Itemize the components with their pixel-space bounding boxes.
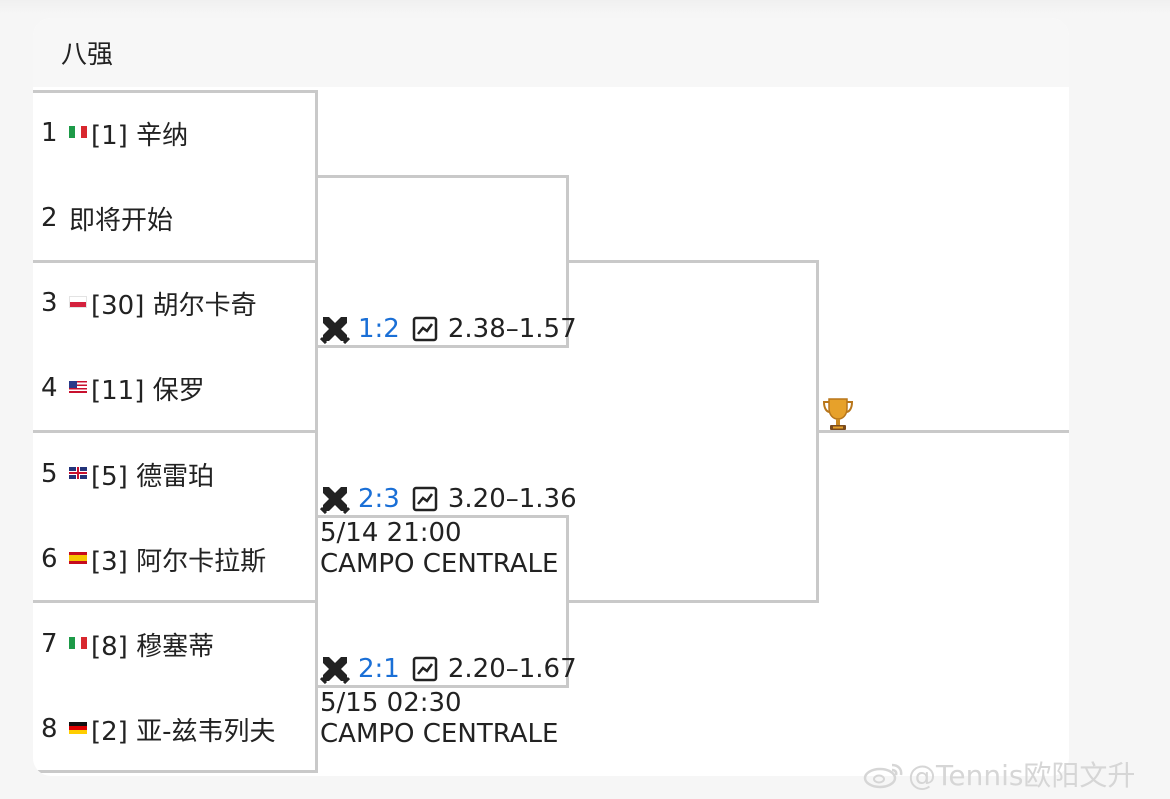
player-slot[interactable]: 8 [2] 亚-兹韦列夫 — [41, 709, 275, 749]
slot-number: 2 — [41, 203, 58, 233]
bracket-line — [816, 260, 819, 603]
swords-icon — [320, 657, 350, 684]
chart-icon — [412, 656, 438, 682]
match-time: 5/15 02:30 — [320, 688, 462, 718]
top-strip — [0, 0, 1170, 14]
player-name: [2] 亚-兹韦列夫 — [91, 716, 276, 747]
bracket-line — [33, 600, 318, 603]
player-name: [5] 德雷珀 — [91, 461, 215, 492]
player-slot[interactable]: 2 即将开始 — [41, 198, 173, 238]
bracket-line — [566, 175, 569, 348]
odds-text: 2.38–1.57 — [447, 314, 577, 344]
player-slot[interactable]: 5 [5] 德雷珀 — [41, 454, 214, 494]
score-link[interactable]: 2:3 — [358, 484, 400, 514]
bracket-line — [819, 430, 1069, 433]
player-slot[interactable]: 1 [1] 辛纳 — [41, 113, 188, 153]
slot-number: 6 — [41, 544, 58, 574]
slot-number: 5 — [41, 459, 58, 489]
bracket-line — [318, 515, 569, 518]
swords-icon — [320, 317, 350, 344]
chart-icon — [412, 486, 438, 512]
bracket-line — [33, 90, 318, 93]
italy-flag-icon — [69, 126, 87, 138]
match-venue: CAMPO CENTRALE — [320, 719, 559, 749]
bracket-line — [33, 430, 318, 433]
player-name: [8] 穆塞蒂 — [91, 631, 215, 662]
bracket-line — [33, 260, 318, 263]
watermark-text: @Tennis欧阳文升 — [908, 759, 1136, 792]
player-slot[interactable]: 6 [3] 阿尔卡拉斯 — [41, 539, 266, 579]
match-schedule: 5/15 02:30 CAMPO CENTRALE — [320, 688, 558, 750]
weibo-icon — [863, 763, 903, 789]
bracket-line — [318, 345, 569, 348]
player-name: [1] 辛纳 — [91, 120, 189, 151]
uk-flag-icon — [69, 467, 87, 479]
odds-text: 2.20–1.67 — [447, 654, 577, 684]
bracket-line — [566, 515, 569, 688]
player-slot[interactable]: 7 [8] 穆塞蒂 — [41, 624, 214, 664]
player-name: [11] 保罗 — [91, 375, 205, 406]
score-link[interactable]: 2:1 — [358, 654, 400, 684]
match-schedule: 5/14 21:00 CAMPO CENTRALE — [320, 518, 558, 580]
match-result[interactable]: 1:2 2.38–1.57 — [320, 313, 577, 345]
match-time: 5/14 21:00 — [320, 518, 462, 548]
slot-number: 3 — [41, 288, 58, 318]
match-result[interactable]: 2:3 3.20–1.36 — [320, 483, 577, 515]
score-link[interactable]: 1:2 — [358, 314, 400, 344]
usa-flag-icon — [69, 381, 87, 393]
chart-icon — [412, 316, 438, 342]
bracket-line — [318, 175, 569, 178]
slot-number: 1 — [41, 118, 58, 148]
poland-flag-icon — [69, 296, 87, 308]
bracket-line — [318, 685, 569, 688]
bracket-line — [33, 770, 318, 773]
slot-number: 7 — [41, 629, 58, 659]
italy-flag-icon — [69, 637, 87, 649]
match-venue: CAMPO CENTRALE — [320, 549, 559, 579]
slot-number: 8 — [41, 714, 58, 744]
trophy-icon — [822, 398, 854, 430]
bracket-line — [315, 90, 318, 773]
spain-flag-icon — [69, 552, 87, 564]
match-result[interactable]: 2:1 2.20–1.67 — [320, 653, 577, 685]
swords-icon — [320, 487, 350, 514]
card-header: 八强 — [33, 18, 1069, 87]
page-title: 八强 — [61, 40, 114, 70]
bracket-line — [569, 260, 819, 263]
odds-text: 3.20–1.36 — [447, 484, 577, 514]
slot-number: 4 — [41, 373, 58, 403]
germany-flag-icon — [69, 722, 87, 734]
player-slot[interactable]: 4 [11] 保罗 — [41, 368, 205, 408]
player-name: [3] 阿尔卡拉斯 — [91, 546, 267, 577]
player-slot[interactable]: 3 [30] 胡尔卡奇 — [41, 283, 257, 323]
player-name: 即将开始 — [69, 205, 174, 236]
bracket-line — [569, 600, 819, 603]
player-name: [30] 胡尔卡奇 — [91, 290, 257, 321]
watermark: @Tennis欧阳文升 — [862, 754, 1135, 794]
bracket-card: 八强 1 [1] 辛纳 2 即将开始 3 [30] 胡尔卡奇 4 [11] 保罗… — [33, 18, 1069, 776]
